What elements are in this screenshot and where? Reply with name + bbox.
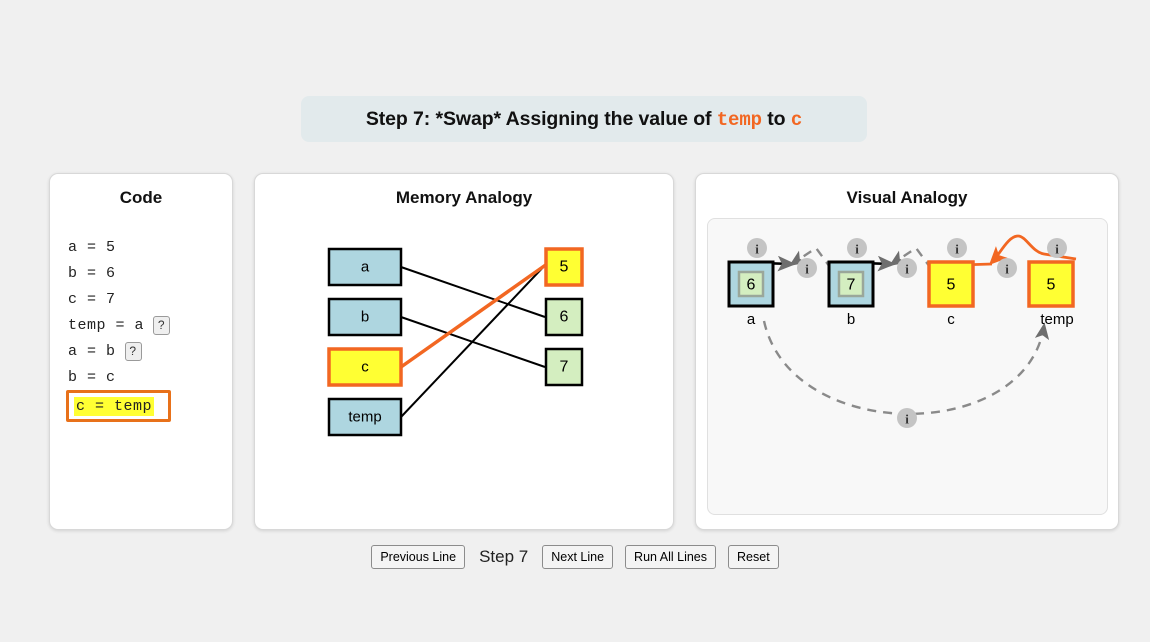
next-line-button[interactable]: Next Line bbox=[542, 545, 614, 569]
code-panel-title: Code bbox=[119, 188, 163, 207]
code-line[interactable]: c = 7 bbox=[68, 286, 232, 312]
memory-var-label: b bbox=[361, 309, 369, 326]
memory-var-box-temp[interactable]: temp bbox=[327, 397, 403, 437]
visual-box-c[interactable]: 5 c bbox=[927, 260, 975, 328]
memory-link-c-to-5-highlighted bbox=[399, 262, 549, 369]
visual-box-value: 6 bbox=[747, 277, 756, 294]
visual-panel-title: Visual Analogy bbox=[846, 188, 968, 207]
code-line-text: c = 7 bbox=[68, 290, 116, 308]
run-all-lines-button[interactable]: Run All Lines bbox=[625, 545, 717, 569]
code-line-text: a = b bbox=[68, 342, 116, 360]
hint-button[interactable]: ? bbox=[124, 341, 142, 361]
visual-box-value: 7 bbox=[847, 277, 856, 294]
memory-var-label: temp bbox=[348, 409, 381, 426]
code-line[interactable]: a = b ? bbox=[68, 338, 232, 364]
memory-var-label: c bbox=[361, 359, 369, 376]
code-line-text: b = 6 bbox=[68, 264, 116, 282]
info-badge-label: i bbox=[805, 262, 809, 277]
visual-box-temp[interactable]: 5 temp bbox=[1027, 260, 1075, 328]
info-badge-label: i bbox=[905, 262, 909, 277]
hint-button[interactable]: ? bbox=[153, 315, 171, 335]
code-panel: Code a = 5 b = 6 c = 7 temp = a ? a = b … bbox=[49, 173, 233, 530]
visual-box-name: b bbox=[847, 311, 855, 328]
memory-var-box-a[interactable]: a bbox=[327, 247, 403, 287]
code-line-text: temp = a bbox=[68, 316, 145, 334]
memory-analogy-panel: Memory Analogy a b c temp 5 bbox=[254, 173, 674, 530]
memory-var-box-c[interactable]: c bbox=[327, 347, 403, 387]
visual-box-name: c bbox=[947, 311, 955, 328]
code-line-text: a = 5 bbox=[68, 238, 116, 256]
memory-value-label: 5 bbox=[560, 259, 569, 276]
visual-box-name: a bbox=[747, 311, 756, 328]
info-badge-label: i bbox=[955, 242, 959, 257]
info-badge[interactable]: i bbox=[747, 238, 767, 258]
info-badge[interactable]: i bbox=[797, 258, 817, 278]
title-var-to: c bbox=[790, 108, 803, 131]
memory-panel-title: Memory Analogy bbox=[395, 188, 533, 207]
title-prefix: Step 7: *Swap* Assigning the value of bbox=[365, 107, 717, 130]
step-title-banner: Step 7: *Swap* Assigning the value of te… bbox=[301, 96, 867, 142]
info-badge[interactable]: i bbox=[897, 408, 917, 428]
code-line[interactable]: a = 5 bbox=[68, 234, 232, 260]
visual-diagram: 6 a 7 b 5 c 5 temp i i bbox=[727, 234, 1077, 428]
visual-box-b[interactable]: 7 b bbox=[827, 260, 875, 328]
info-badge-label: i bbox=[1055, 242, 1059, 257]
info-badge[interactable]: i bbox=[1047, 238, 1067, 258]
info-badge-label: i bbox=[855, 242, 859, 257]
info-badge-label: i bbox=[755, 242, 759, 257]
memory-value-box-5[interactable]: 5 bbox=[544, 247, 584, 287]
memory-value-box-6[interactable]: 6 bbox=[544, 297, 584, 337]
memory-link-temp-to-5 bbox=[400, 261, 549, 418]
visual-box-value: 5 bbox=[947, 277, 956, 294]
code-line[interactable]: b = c bbox=[68, 364, 232, 390]
info-badge-label: i bbox=[905, 412, 909, 427]
code-line-text: c = temp bbox=[74, 396, 155, 416]
memory-value-label: 6 bbox=[560, 309, 569, 326]
code-line[interactable]: b = 6 bbox=[68, 260, 232, 286]
previous-line-button[interactable]: Previous Line bbox=[371, 545, 466, 569]
info-badge[interactable]: i bbox=[847, 238, 867, 258]
title-var-from: temp bbox=[716, 108, 762, 131]
title-middle: to bbox=[761, 107, 791, 130]
reset-button[interactable]: Reset bbox=[728, 545, 779, 569]
step-indicator: Step 7 bbox=[479, 547, 529, 566]
code-line-active[interactable]: c = temp bbox=[66, 390, 171, 422]
memory-diagram: a b c temp 5 6 7 bbox=[327, 247, 584, 437]
visual-box-a[interactable]: 6 a bbox=[727, 260, 775, 328]
memory-value-box-7[interactable]: 7 bbox=[544, 347, 584, 387]
playback-controls: Previous Line Step 7 Next Line Run All L… bbox=[0, 545, 1150, 569]
visual-box-value: 5 bbox=[1047, 277, 1056, 294]
code-line[interactable]: temp = a ? bbox=[68, 312, 232, 338]
memory-var-box-b[interactable]: b bbox=[327, 297, 403, 337]
memory-link-a-to-6 bbox=[400, 266, 546, 318]
info-badge[interactable]: i bbox=[947, 238, 967, 258]
code-line-list: a = 5 b = 6 c = 7 temp = a ? a = b ? b =… bbox=[50, 234, 232, 422]
info-badge[interactable]: i bbox=[897, 258, 917, 278]
info-badge-label: i bbox=[1005, 262, 1009, 277]
code-line-text: b = c bbox=[68, 368, 116, 386]
visual-dashed-arc-a-to-temp bbox=[762, 320, 1050, 416]
page-title: Step 7: *Swap* Assigning the value of te… bbox=[366, 108, 802, 131]
visual-box-name: temp bbox=[1040, 311, 1073, 328]
visual-analogy-panel: Visual Analogy bbox=[695, 173, 1119, 530]
memory-var-label: a bbox=[361, 259, 370, 276]
memory-value-label: 7 bbox=[560, 359, 569, 376]
visual-orange-arc-temp-to-c bbox=[989, 234, 1077, 265]
info-badge[interactable]: i bbox=[997, 258, 1017, 278]
